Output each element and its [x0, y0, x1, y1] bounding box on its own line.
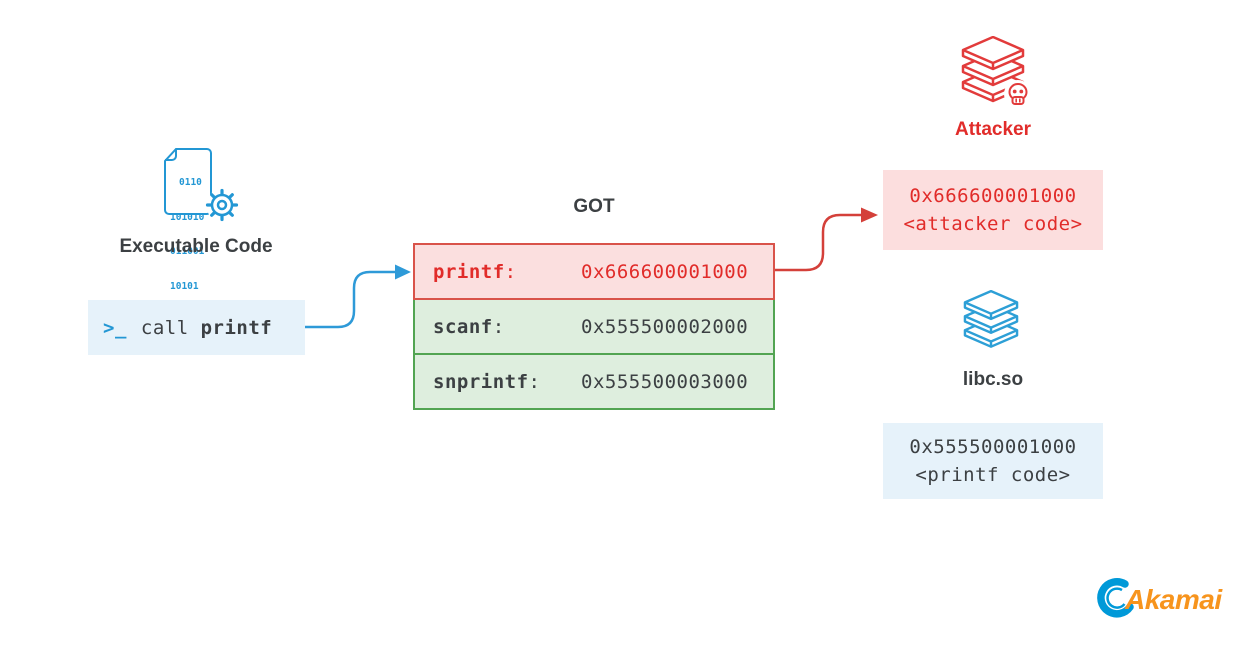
- got-entry-name: printf:: [433, 260, 517, 283]
- got-row-snprintf: snprintf: 0x555500003000: [413, 353, 775, 410]
- libc-code-box: 0x555500001000 <printf code>: [883, 423, 1103, 499]
- gear-icon: [205, 188, 239, 222]
- attacker-code-box: 0x666600001000 <attacker code>: [883, 170, 1103, 250]
- got-entry-address: 0x555500003000: [581, 370, 749, 393]
- akamai-swoosh-icon: [1097, 578, 1134, 618]
- got-title: GOT: [573, 196, 615, 217]
- got-table: printf: 0x666600001000 scanf: 0x55550000…: [413, 243, 775, 410]
- executable-code-label: Executable Code: [119, 236, 273, 257]
- call-printf-box: >_ call printf: [88, 300, 305, 355]
- call-keyword: call: [140, 316, 189, 339]
- got-entry-name: snprintf:: [433, 370, 541, 393]
- terminal-prompt-icon: >_: [103, 316, 127, 339]
- skull-icon: [1004, 80, 1032, 108]
- got-entry-address: 0x666600001000: [581, 260, 749, 283]
- got-row-printf: printf: 0x666600001000: [413, 243, 775, 300]
- akamai-logo-text: Akamai: [1125, 584, 1222, 615]
- libc-code-text: <printf code>: [915, 464, 1071, 486]
- got-to-attacker-arrow: [775, 207, 878, 272]
- libc-label: libc.so: [962, 369, 1024, 390]
- call-to-got-arrow: [305, 264, 411, 329]
- akamai-logo: Akamai: [1092, 576, 1222, 624]
- attacker-address: 0x666600001000: [909, 185, 1077, 207]
- got-row-scanf: scanf: 0x555500002000: [413, 298, 775, 355]
- got-entry-address: 0x555500002000: [581, 315, 749, 338]
- got-entry-name: scanf:: [433, 315, 505, 338]
- libc-address: 0x555500001000: [909, 436, 1077, 458]
- call-instruction: call printf: [141, 317, 272, 339]
- attacker-book-stack-skull-icon: [961, 36, 1032, 108]
- attacker-label: Attacker: [954, 119, 1032, 140]
- libc-book-stack-icon: [963, 290, 1019, 348]
- executable-code-icon: 0110 101010 011001 10101 1011: [163, 148, 247, 326]
- call-function: printf: [200, 316, 273, 339]
- attacker-code-text: <attacker code>: [903, 213, 1083, 235]
